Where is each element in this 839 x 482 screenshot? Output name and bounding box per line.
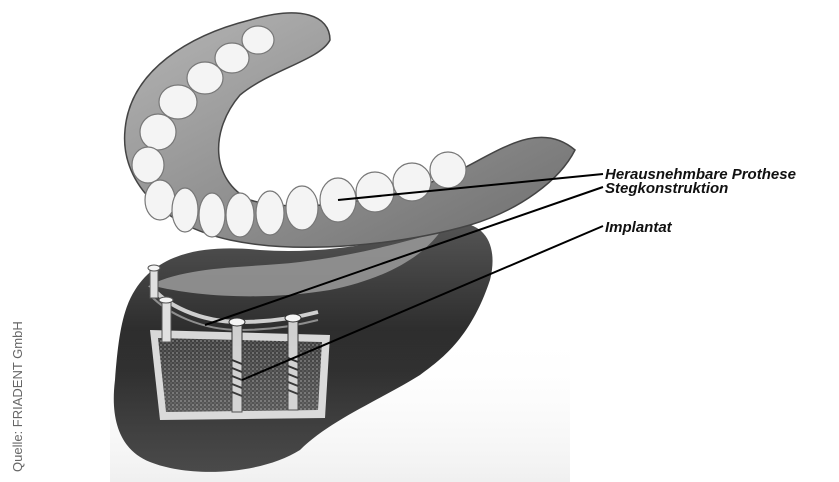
label-implant: Implantat <box>605 219 672 236</box>
figure-fade <box>110 330 570 482</box>
source-credit: Quelle: FRIADENT GmbH <box>10 321 25 472</box>
implant-1 <box>148 265 160 298</box>
label-bar-construction: Stegkonstruktion <box>605 180 728 197</box>
prosthesis <box>125 13 575 247</box>
